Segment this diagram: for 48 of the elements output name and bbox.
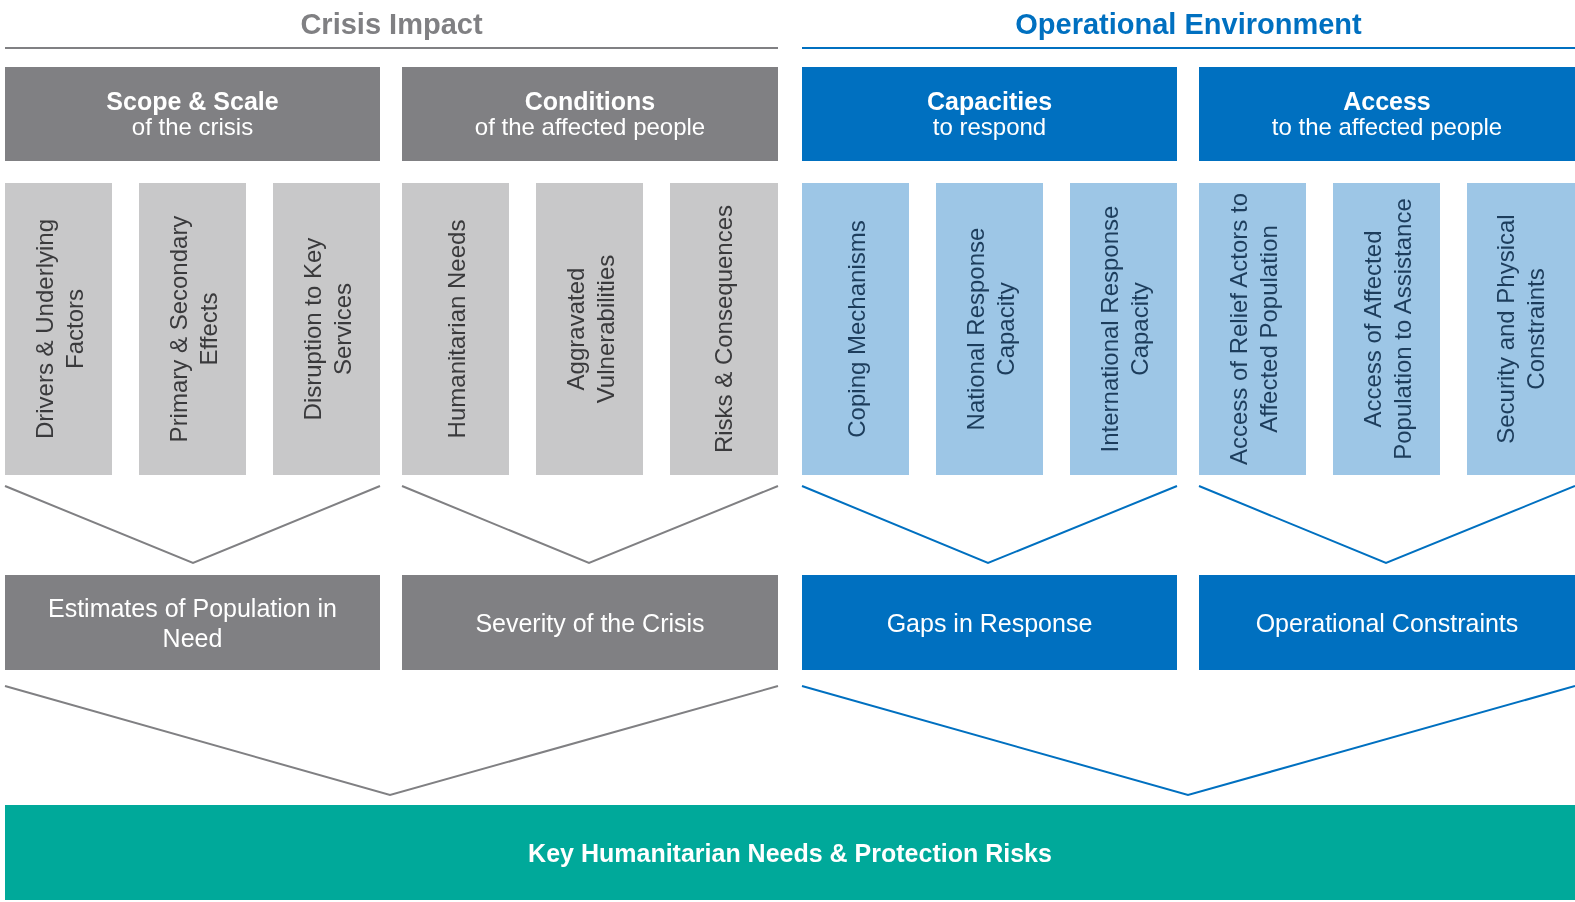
section-heading: Operational Environment [1015,7,1362,42]
factor-box [273,183,380,475]
factor-box [1333,183,1440,475]
factor-label: Risks & Consequences [709,204,738,454]
factor-box [670,183,778,475]
factor-box [402,183,509,475]
factor-label: Aggravated Vulnerabilities [559,253,619,406]
factor-label: National Response Capacity [959,226,1020,433]
factor-label: Primary & Secondary Effects [162,214,222,445]
factor-box [936,183,1043,475]
factor-label: Humanitarian Needs [440,219,470,439]
factor-label: Coping Mechanisms [840,220,871,438]
header-subtitle: to respond [932,114,1047,140]
category-header [402,67,778,161]
factor-box [1199,183,1306,475]
factor-label: Drivers & Underlying Factors [28,217,88,442]
outcome-label: Key Humanitarian Needs & Protection Risks [528,837,1052,868]
factor-box [802,183,909,475]
factor-box [1467,183,1575,475]
outcome-box [5,575,380,670]
category-header [1199,67,1575,161]
header-title: Conditions [524,88,656,114]
factor-label: International Response Capacity [1093,204,1154,455]
result-banner [5,805,1575,900]
outcome-label: Severity of the Crisis [474,607,706,638]
factor-label: Access of Relief Actors to Affected Population [1222,191,1283,467]
header-subtitle: of the crisis [131,114,254,140]
outcome-box [802,575,1177,670]
header-title: Capacities [926,88,1053,114]
factor-label: Security and Physical Constraints [1491,213,1550,446]
outcome-label: Estimates of Population in Need [47,592,338,653]
factor-box [5,183,112,475]
factor-label: Disruption to Key Services [296,236,356,423]
category-header [5,67,380,161]
factor-box [1070,183,1177,475]
outcome-label: Operational Constraints [1254,607,1520,638]
header-title: Scope & Scale [106,88,279,114]
header-title: Access [1343,88,1431,114]
section-heading: Crisis Impact [300,7,483,42]
category-header [802,67,1177,161]
outcome-box [1199,575,1575,670]
factor-box [139,183,246,475]
outcome-label: Gaps in Response [885,607,1094,638]
outcome-box [402,575,778,670]
factor-box [536,183,643,475]
header-subtitle: of the affected people [474,114,706,140]
factor-label: Access of Affected Population to Assistance [1356,197,1417,462]
header-subtitle: to the affected people [1271,114,1503,140]
